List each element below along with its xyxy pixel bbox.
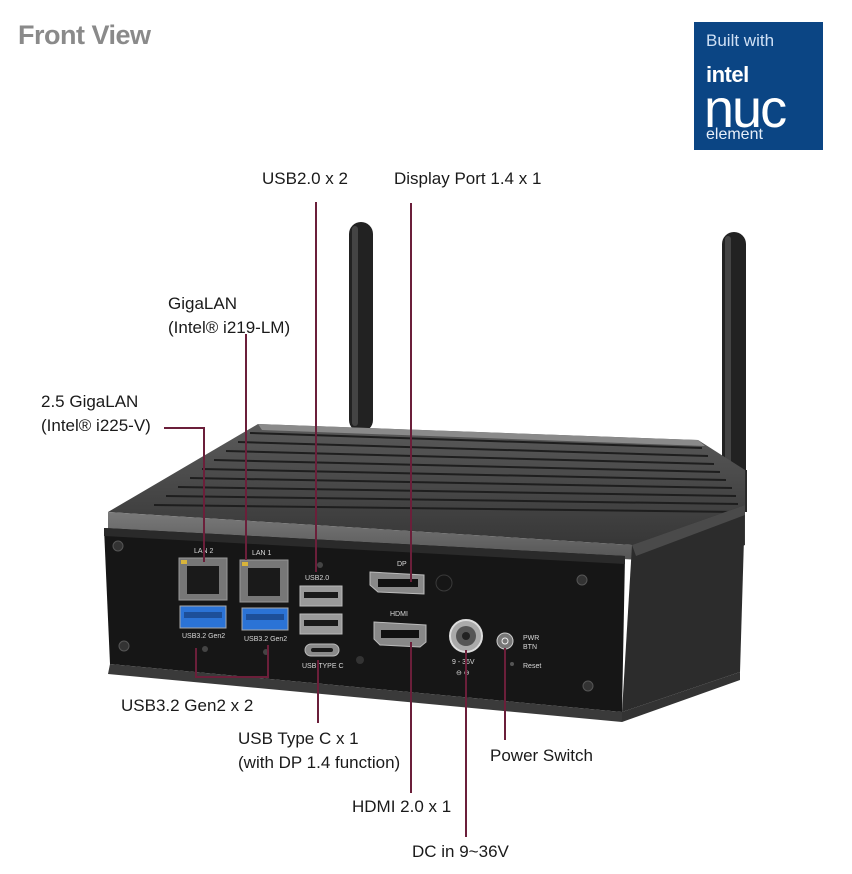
callout-displayport: Display Port 1.4 x 1 — [394, 169, 542, 188]
svg-text:⊖ ⊕: ⊖ ⊕ — [456, 670, 470, 677]
callout-gigalan-title: GigaLAN — [168, 294, 237, 313]
panel-label-pwr: PWR — [523, 635, 539, 642]
front-panel — [104, 528, 740, 722]
panel-label-lan1: LAN 1 — [252, 550, 272, 557]
callout-power-switch: Power Switch — [490, 746, 593, 765]
badge-built-with: Built with — [706, 31, 775, 50]
page-title: Front View — [18, 20, 151, 50]
callout-usb20: USB2.0 x 2 — [262, 169, 348, 188]
intel-nuc-badge: Built with intel nuc element — [694, 22, 823, 150]
panel-label-reset: Reset — [523, 663, 541, 670]
usb-type-c-port — [304, 643, 340, 657]
usb20-port-2 — [299, 613, 343, 635]
panel-label-dp: DP — [397, 561, 407, 568]
panel-label-usb20: USB2.0 — [305, 575, 329, 582]
callout-lines — [164, 202, 506, 837]
lan1-port — [239, 559, 289, 603]
callout-typec-title: USB Type C x 1 — [238, 729, 359, 748]
usb20-port-1 — [299, 585, 343, 607]
callout-typec-note: (with DP 1.4 function) — [238, 753, 401, 772]
callout-gigalan-chip: (Intel® i219-LM) — [168, 318, 291, 337]
displayport-port — [369, 571, 425, 595]
badge-intel: intel — [706, 62, 749, 87]
usb32-port-b — [241, 607, 289, 631]
panel-label-usb32-b: USB3.2 Gen2 — [244, 636, 287, 643]
panel-label-hdmi: HDMI — [390, 611, 408, 618]
callout-25gigalan-chip: (Intel® i225-V) — [41, 416, 151, 435]
callout-usb32: USB3.2 Gen2 x 2 — [121, 696, 254, 715]
callout-25gigalan-title: 2.5 GigaLAN — [41, 392, 139, 411]
panel-label-usb32-a: USB3.2 Gen2 — [182, 633, 225, 640]
heatsink — [108, 424, 745, 590]
callout-dc-in: DC in 9~36V — [412, 842, 509, 861]
hdmi-port — [373, 621, 427, 648]
panel-label-btn: BTN — [523, 644, 537, 651]
chassis-top-edge — [108, 512, 640, 560]
usb32-port-a — [179, 605, 227, 629]
antenna-left — [349, 222, 373, 432]
dc-in-jack — [449, 619, 483, 653]
chassis-side — [622, 505, 745, 712]
panel-label-typec: USB TYPE C — [302, 663, 344, 670]
lan2-port — [178, 557, 228, 601]
badge-nuc: nuc — [704, 79, 787, 139]
callout-hdmi: HDMI 2.0 x 1 — [352, 797, 452, 816]
badge-element: element — [706, 126, 763, 143]
power-button[interactable] — [496, 632, 514, 650]
panel-label-voltage: 9 - 36V — [452, 659, 475, 666]
